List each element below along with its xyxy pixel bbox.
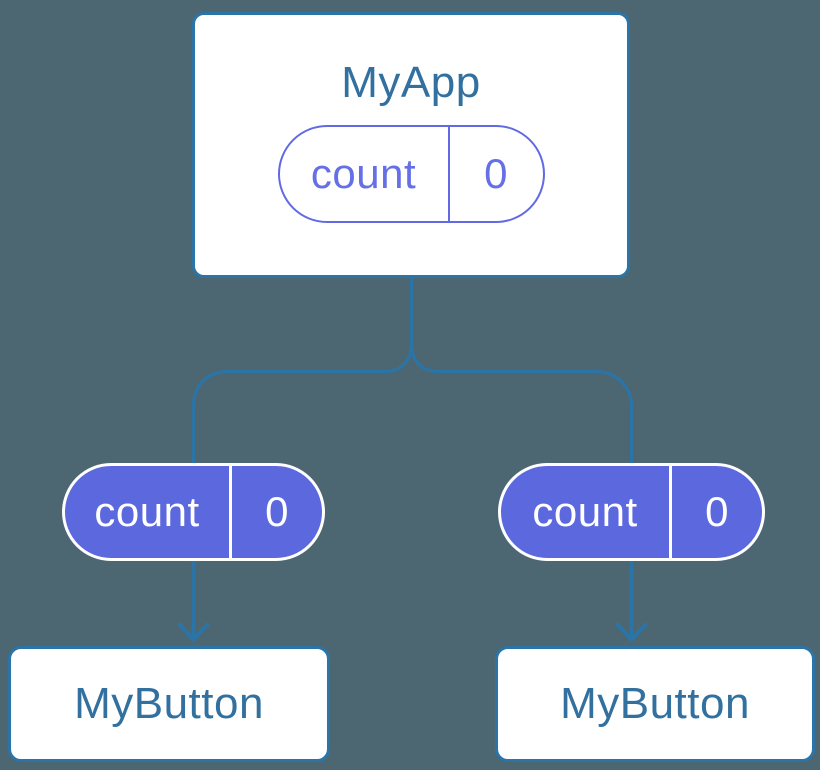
component-title-root: MyApp xyxy=(341,58,481,107)
component-title-child-left: MyButton xyxy=(74,679,264,728)
state-value-child-left: 0 xyxy=(265,488,289,535)
component-card-child-left: MyButton xyxy=(8,646,330,762)
state-value-root: 0 xyxy=(484,150,508,197)
arrow-head-right-icon xyxy=(615,622,648,642)
component-card-root: MyApp count 0 xyxy=(192,12,630,278)
state-key-child-right: count xyxy=(501,466,672,558)
state-value-child-right: 0 xyxy=(705,488,729,535)
arrow-head-left-icon xyxy=(177,622,210,642)
component-card-child-right: MyButton xyxy=(495,646,815,762)
state-pill-child-left: count 0 xyxy=(62,463,325,561)
state-key-root: count xyxy=(280,127,450,221)
component-title-child-right: MyButton xyxy=(560,679,750,728)
state-key-child-left: count xyxy=(65,466,232,558)
connector-branch-left xyxy=(191,342,414,478)
state-pill-child-right: count 0 xyxy=(498,463,765,561)
connector-branch-right xyxy=(409,342,634,478)
state-pill-root: count 0 xyxy=(277,125,545,223)
